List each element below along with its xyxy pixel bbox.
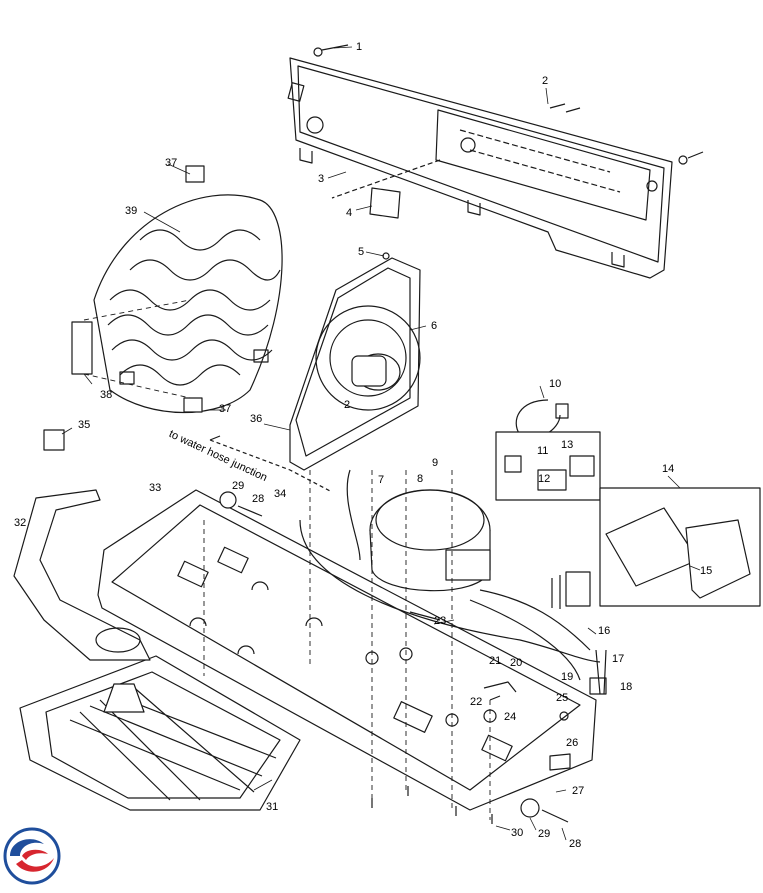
callout-8: 8 — [417, 473, 424, 485]
callout-24: 24 — [504, 711, 517, 723]
callout-23: 23 — [434, 615, 447, 627]
base-tray — [97, 489, 597, 811]
callout-36: 36 — [250, 413, 263, 425]
callout-15: 15 — [700, 565, 713, 577]
fan-shroud — [289, 252, 421, 471]
brand-swirl-logo — [3, 827, 61, 885]
callout-21: 21 — [489, 655, 502, 667]
callout-37-bottom: 37 — [219, 403, 232, 415]
callout-19: 19 — [561, 671, 574, 683]
callout-20: 20 — [510, 657, 523, 669]
callout-14: 14 — [662, 463, 675, 475]
callout-9: 9 — [432, 457, 439, 469]
callout-28-bottom: 28 — [569, 838, 582, 850]
callout-18: 18 — [620, 681, 633, 693]
callout-12: 12 — [538, 473, 551, 485]
callout-30: 30 — [511, 827, 524, 839]
compressor — [365, 489, 497, 727]
callout-31: 31 — [266, 801, 279, 813]
callout-25: 25 — [556, 692, 569, 704]
callout-35: 35 — [78, 419, 91, 431]
callout-7: 7 — [378, 474, 385, 486]
condenser-coil — [43, 165, 283, 451]
callout-22: 22 — [470, 696, 483, 708]
back-panel — [287, 57, 673, 279]
callout-3: 3 — [318, 173, 325, 185]
callout-32: 32 — [14, 517, 27, 529]
callout-37-top: 37 — [165, 157, 178, 169]
callout-13: 13 — [561, 439, 574, 451]
callout-11: 11 — [537, 445, 549, 457]
callout-16: 16 — [598, 625, 611, 637]
callout-6: 6 — [431, 320, 438, 332]
callout-4: 4 — [346, 207, 353, 219]
callout-17: 17 — [612, 653, 625, 665]
callout-5: 5 — [358, 246, 365, 258]
callout-2-fan: 2 — [344, 399, 351, 411]
callout-2: 2 — [542, 75, 549, 87]
drain-pan — [19, 655, 301, 811]
callout-33: 33 — [149, 482, 162, 494]
callout-27: 27 — [572, 785, 585, 797]
callout-1: 1 — [356, 41, 363, 53]
wiring-harness — [469, 571, 591, 681]
callout-29-top: 29 — [232, 480, 245, 492]
callout-38: 38 — [100, 389, 113, 401]
callout-28-top: 28 — [252, 493, 265, 505]
callout-34: 34 — [274, 488, 287, 500]
callout-39: 39 — [125, 205, 138, 217]
callout-26: 26 — [566, 737, 579, 749]
support-bracket — [13, 489, 151, 661]
callout-10: 10 — [549, 378, 562, 390]
screws — [313, 44, 704, 199]
callout-29-bottom: 29 — [538, 828, 551, 840]
